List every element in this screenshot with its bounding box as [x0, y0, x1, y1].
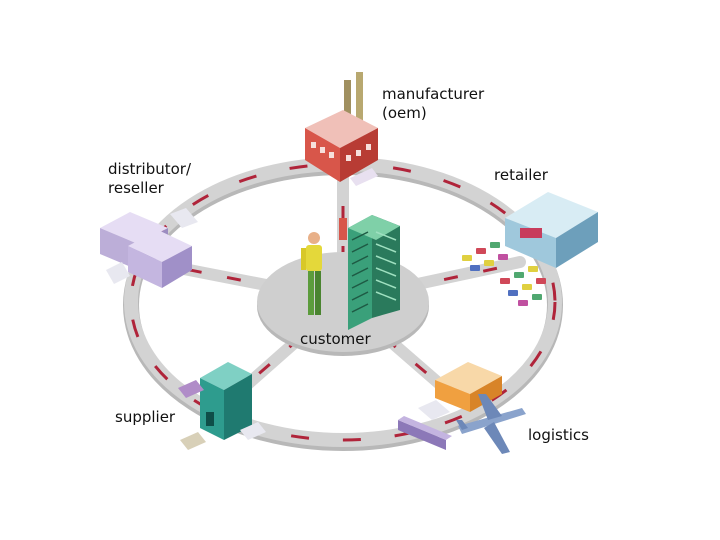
airplane-icon: [456, 394, 526, 454]
logistics-depot-icon: [418, 362, 502, 420]
customer-label: customer: [300, 330, 371, 348]
distributor-label-line1: distributor/: [108, 160, 192, 178]
factory-icon: [305, 72, 378, 186]
parking-cars-icon: [462, 242, 546, 306]
logistics-label: logistics: [528, 426, 589, 444]
manufacturer-label-line2: (oem): [382, 104, 427, 122]
warehouse-icon: [100, 208, 198, 288]
supplier-building-icon: [178, 362, 266, 450]
manufacturer-label: manufacturer (oem): [382, 85, 484, 123]
distributor-label: distributor/ reseller: [108, 160, 191, 198]
distributor-label-line2: reseller: [108, 179, 164, 197]
retailer-label: retailer: [494, 166, 548, 184]
manufacturer-label-line1: manufacturer: [382, 85, 485, 103]
spoke-connector: [339, 218, 347, 240]
train-icon: [398, 416, 452, 450]
retail-store-icon: [505, 192, 598, 268]
office-tower-icon: [348, 215, 400, 330]
supplier-label: supplier: [115, 408, 176, 426]
customer-person-icon: [301, 232, 322, 315]
